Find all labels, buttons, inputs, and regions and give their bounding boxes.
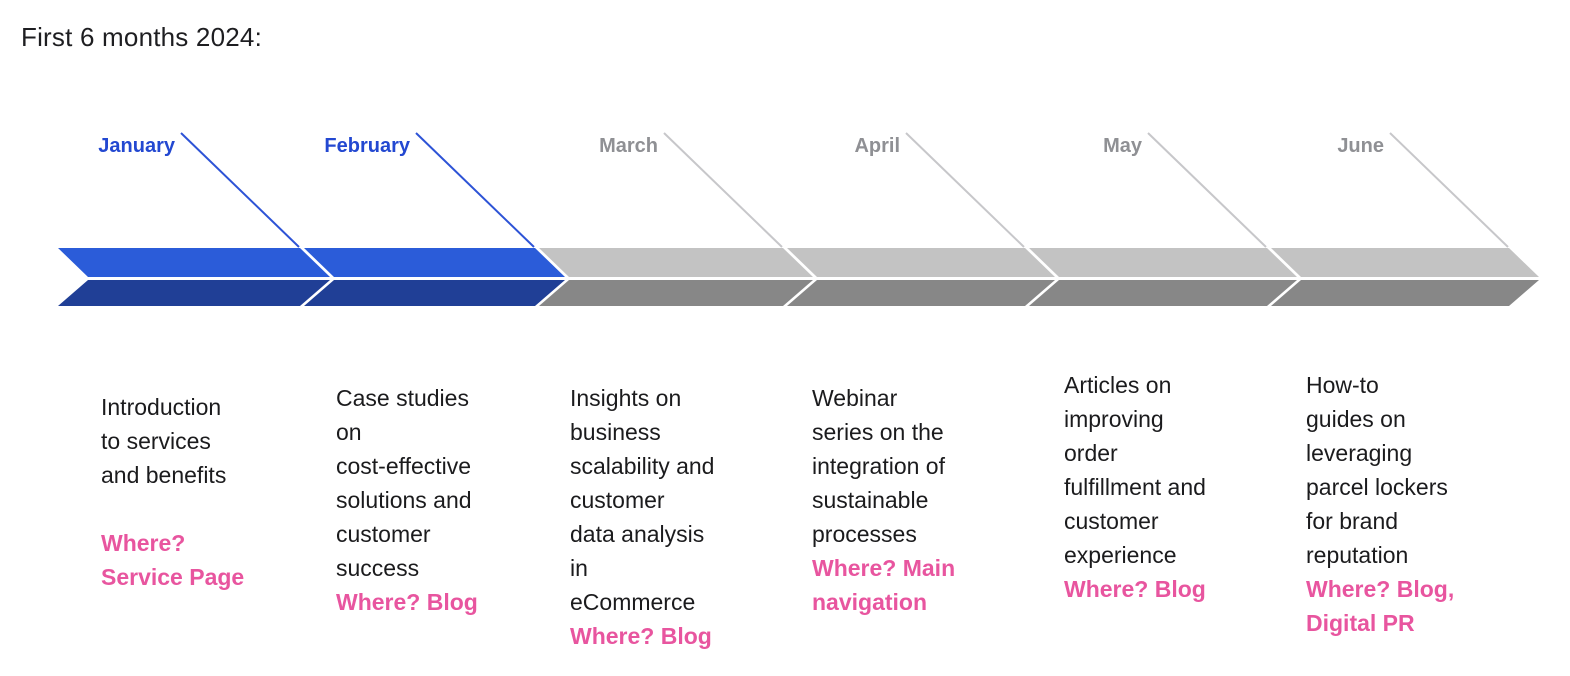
month-june-segment-top bbox=[1271, 248, 1539, 277]
month-may-segment-bottom bbox=[1029, 280, 1297, 306]
timeline-chevron-bar: January February March April May June bbox=[58, 132, 1539, 306]
month-january-label: January bbox=[98, 135, 176, 157]
month-february-segment-top bbox=[304, 248, 565, 277]
column-where-label: Where? Blog, Digital PR bbox=[1306, 576, 1455, 636]
column-description: How-to guides on leveraging parcel locke… bbox=[1306, 372, 1448, 568]
column-description: Webinar series on the integration of sus… bbox=[812, 385, 945, 547]
month-march-segment-top bbox=[539, 248, 813, 277]
month-june-callout-line bbox=[1389, 132, 1509, 248]
content-column-may: Articles on improving order fulfillment … bbox=[1064, 368, 1270, 606]
column-where-label: Where? Service Page bbox=[101, 530, 245, 590]
content-column-june: How-to guides on leveraging parcel locke… bbox=[1306, 368, 1512, 640]
content-column-february: Case studies on cost-effective solutions… bbox=[336, 381, 542, 619]
month-may-segment-top bbox=[1029, 248, 1297, 277]
column-where-label: Where? Main navigation bbox=[812, 555, 956, 615]
month-march-segment-bottom bbox=[539, 280, 813, 306]
column-description: Introduction to services and benefits bbox=[101, 394, 227, 488]
month-june-label: June bbox=[1337, 135, 1384, 157]
month-april-segment-bottom bbox=[787, 280, 1055, 306]
month-may-callout-line bbox=[1147, 132, 1267, 248]
month-january-segment-top bbox=[58, 248, 330, 277]
column-description: Insights on business scalability and cus… bbox=[570, 385, 715, 615]
month-june-segment-bottom bbox=[1271, 280, 1539, 306]
month-february-segment-bottom bbox=[304, 280, 565, 306]
month-march-callout-line bbox=[663, 132, 783, 248]
month-april-callout-line bbox=[905, 132, 1025, 248]
column-description: Articles on improving order fulfillment … bbox=[1064, 372, 1206, 568]
column-where-label: Where? Blog bbox=[570, 623, 712, 649]
month-january-callout-line bbox=[180, 132, 300, 248]
month-april-label: April bbox=[854, 135, 900, 157]
column-description: Case studies on cost-effective solutions… bbox=[336, 385, 472, 581]
month-january-segment-bottom bbox=[58, 280, 330, 306]
month-april-segment-top bbox=[787, 248, 1055, 277]
page-title: First 6 months 2024: bbox=[21, 22, 262, 52]
month-february-callout-line bbox=[415, 132, 535, 248]
month-march-label: March bbox=[599, 135, 658, 157]
column-where-label: Where? Blog bbox=[1064, 576, 1206, 602]
content-column-april: Webinar series on the integration of sus… bbox=[812, 381, 1018, 619]
column-where-label: Where? Blog bbox=[336, 589, 478, 615]
content-column-january: Introduction to services and benefits Wh… bbox=[101, 390, 307, 594]
month-may-label: May bbox=[1103, 135, 1143, 157]
month-february-label: February bbox=[324, 135, 410, 157]
content-column-march: Insights on business scalability and cus… bbox=[570, 381, 776, 653]
